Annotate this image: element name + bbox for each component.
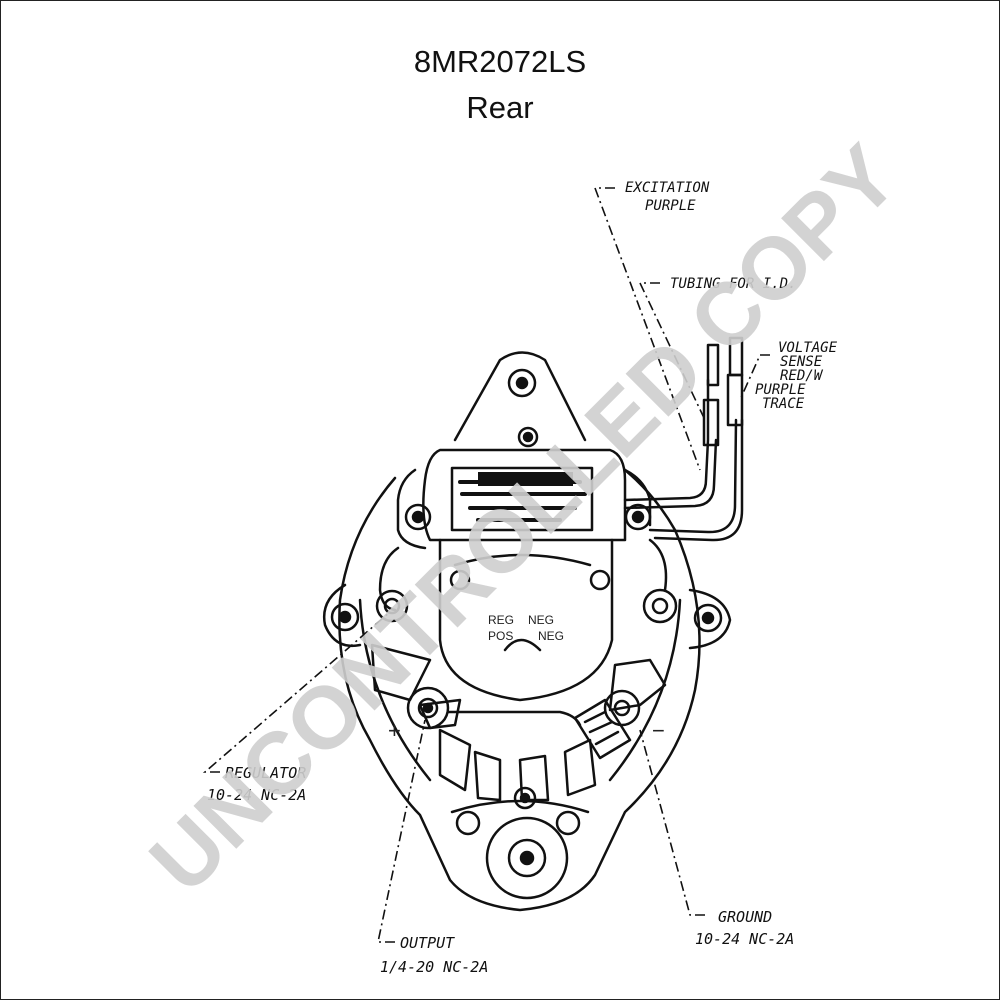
voltage-sense-label-3: RED/W [780,368,824,384]
regulator-label: REGULATOR [225,764,306,782]
right-boss [688,588,732,650]
top-mounting-ear [453,351,587,442]
neg2-marking: NEG [538,629,564,643]
tubing-label: TUBING FOR I.D. [670,276,796,292]
housing-outline [338,468,701,912]
tubing-leader [638,282,706,421]
output-terminal [406,686,450,730]
voltage-sense-label-5: TRACE [762,396,805,412]
excitation-color-label: PURPLE [645,198,696,214]
minus-marking: − [652,718,665,743]
part-number-title: 8MR2072LS [413,44,587,79]
output-label: OUTPUT [400,934,455,952]
neg-marking: NEG [528,613,554,627]
plus-marking: + [388,718,401,743]
output-leader [377,719,426,943]
ground-leader [639,729,705,916]
lower-mount [450,799,590,814]
excitation-leader [593,187,701,471]
pos-marking: POS [488,629,513,643]
output-thread-label: 1/4-20 NC-2A [380,958,488,976]
pivot-boss [485,816,569,900]
excitation-label: EXCITATION [625,180,710,196]
voltage-sense-lead [648,418,738,534]
regulator-nameplate [450,466,594,532]
regulator-box [422,448,627,542]
voltage-sense-label-1: VOLTAGE [778,340,838,356]
diode-connector [573,698,632,760]
voltage-sense-label-2: SENSE [780,354,823,370]
reg-marking: REG [488,613,514,627]
sense-terminal [642,588,678,624]
view-subtitle: Rear [466,90,534,125]
regulator-thread-label: 10-24 NC-2A [207,786,306,804]
excitation-lead [623,378,710,502]
sense-leader [739,354,770,401]
voltage-sense-label-4: PURPLE [755,382,806,398]
ground-label: GROUND [718,908,772,926]
top-ear-bolt [507,368,537,398]
ground-thread-label: 10-24 NC-2A [695,930,794,948]
left-boss [322,583,362,648]
brush-holder [438,538,614,702]
regulator-terminal [375,589,409,623]
regulator-leader [202,611,391,773]
